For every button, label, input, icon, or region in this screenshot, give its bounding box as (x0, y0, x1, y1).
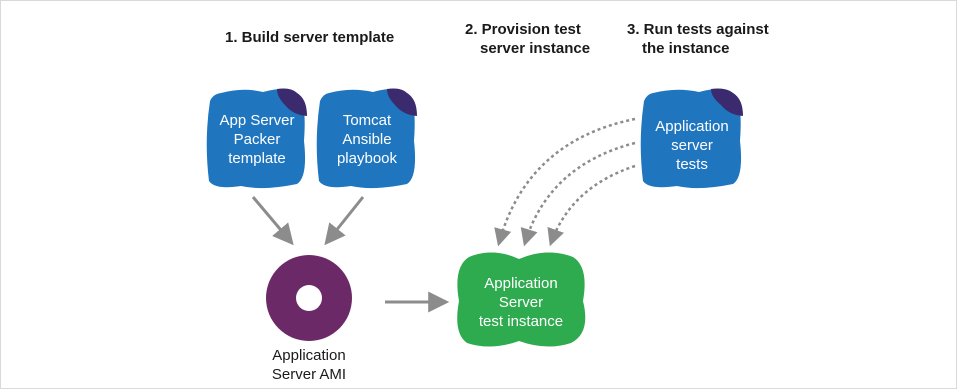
step-2-heading: 2. Provision test server instance (465, 20, 590, 58)
test-instance-label: Application Server test instance (459, 274, 583, 331)
ansible-playbook-box (316, 88, 416, 189)
packer-template-label-line-1: App Server (219, 112, 295, 129)
app-server-tests-label-line-1: Application (655, 118, 729, 135)
ansible-playbook-shape (316, 88, 417, 189)
ansible-playbook-corner-fold (387, 88, 417, 116)
test-instance-label-line-3: test instance (478, 313, 564, 330)
step-2-heading-line-1: 2. Provision test (465, 21, 581, 38)
ami-caption-line-2: Server AMI (271, 366, 347, 383)
app-server-tests-corner-fold (711, 88, 743, 116)
ami-caption: Application Server AMI (259, 346, 359, 384)
ami-disc-hole (296, 285, 322, 311)
arrow-packer-to-ami (251, 196, 294, 246)
packer-template-label: App Server Packer template (209, 111, 305, 168)
step-2-heading-line-2: server instance (480, 40, 591, 57)
ansible-playbook-label-line-2: Ansible (342, 131, 392, 148)
dotted-arrow-tests-to-instance-2 (520, 141, 636, 247)
ami-disc (266, 255, 352, 341)
packer-template-corner-fold (277, 88, 307, 116)
packer-template-label-line-3: template (228, 150, 286, 167)
app-server-tests-box (640, 88, 742, 189)
app-server-tests-shape (640, 88, 743, 189)
packer-template-label-line-2: Packer (233, 131, 281, 148)
ami-caption-line-1: Application (272, 347, 346, 364)
step-1-heading-line-1: 1. Build server template (225, 29, 395, 46)
app-server-tests-label-line-3: tests (676, 156, 708, 173)
ansible-playbook-label: Tomcat Ansible playbook (319, 111, 415, 168)
ansible-playbook-label-line-3: playbook (336, 150, 398, 167)
dotted-arrow-tests-to-instance-1 (494, 117, 636, 247)
app-server-tests-label-line-2: server (671, 137, 713, 154)
step-1-heading: 1. Build server template (225, 28, 394, 47)
test-instance-label-line-1: Application (484, 275, 558, 292)
arrow-ansible-to-ami (324, 196, 365, 246)
step-3-heading-line-2: the instance (642, 40, 730, 57)
step-3-heading-line-1: 3. Run tests against (627, 21, 769, 38)
packer-template-shape (206, 88, 307, 189)
test-instance-label-line-2: Server (498, 294, 544, 311)
dotted-arrow-tests-to-instance-3 (547, 164, 636, 247)
step-3-heading: 3. Run tests against the instance (627, 20, 769, 58)
ansible-playbook-label-line-1: Tomcat (342, 112, 392, 129)
app-server-tests-label: Application server tests (643, 117, 741, 174)
packer-template-box (206, 88, 306, 189)
test-instance-shape (457, 252, 586, 347)
